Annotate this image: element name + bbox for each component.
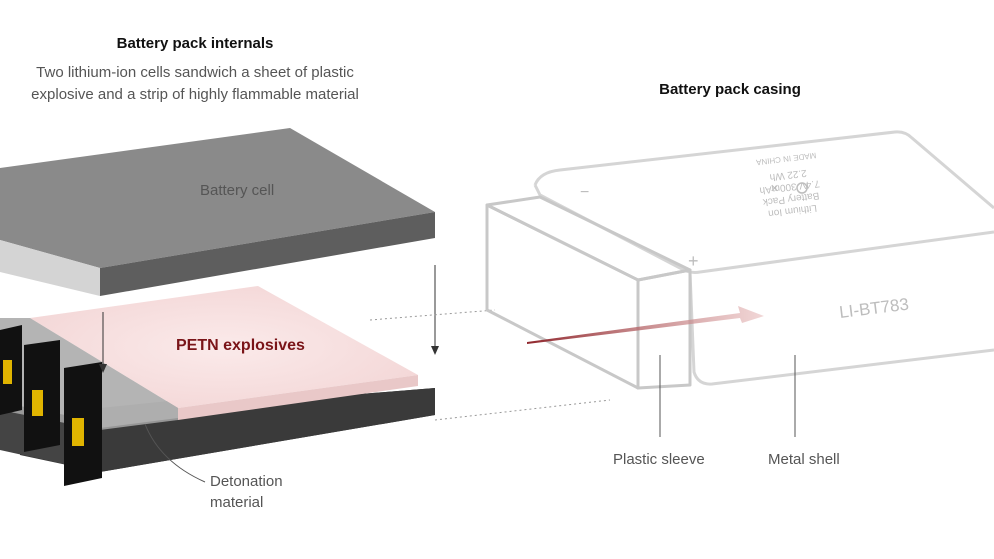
battery-cell-label: Battery cell [200, 182, 275, 199]
metal-shell-outline [533, 130, 994, 386]
internals-subtitle-line-1: Two lithium-ion cells sandwich a sheet o… [36, 64, 354, 81]
certification-icons: ✕ [770, 182, 808, 195]
model-number: LI-BT783 [838, 295, 910, 322]
certification-mark-icon [796, 182, 808, 194]
assembly-arrow-left [99, 312, 107, 373]
plastic-sleeve-outline [485, 195, 692, 390]
casing-label-line-4: 2.22 Wh [769, 167, 807, 182]
recycle-bin-icon: ✕ [770, 183, 779, 195]
terminal-contact-3 [72, 418, 84, 446]
plastic-sleeve-label: Plastic sleeve [613, 451, 705, 468]
terminal-tabs [0, 325, 102, 486]
internals-title: Battery pack internals [116, 35, 274, 52]
terminal-contact-2 [32, 390, 43, 416]
petn-label: PETN explosives [176, 337, 305, 354]
petn-explosive-sheet [30, 286, 418, 420]
penetration-arrow [527, 306, 764, 344]
detonation-label-line-1: Detonation [210, 473, 283, 490]
assembly-arrow-right [431, 265, 439, 355]
connector-line-top [369, 309, 496, 321]
detonation-label: Detonation material [210, 471, 283, 513]
casing-title: Battery pack casing [659, 81, 801, 98]
connector-line-bottom [434, 399, 611, 421]
minus-symbol: − [580, 184, 589, 201]
internals-subtitle: Two lithium-ion cells sandwich a sheet o… [20, 62, 370, 106]
casing-label-line-5: MADE IN CHINA [755, 151, 817, 167]
detonation-label-line-2: material [210, 494, 264, 511]
metal-shell-label: Metal shell [768, 451, 840, 468]
top-battery-cell [0, 128, 435, 296]
detonation-leader-line [144, 423, 206, 483]
plus-symbol: + [688, 251, 699, 271]
casing-printed-text: − + LI-BT783 Lithium Ion Battery Pack 7.… [580, 151, 910, 322]
terminal-contact-1 [3, 360, 12, 384]
internals-subtitle-line-2: explosive and a strip of highly flammabl… [31, 86, 359, 103]
